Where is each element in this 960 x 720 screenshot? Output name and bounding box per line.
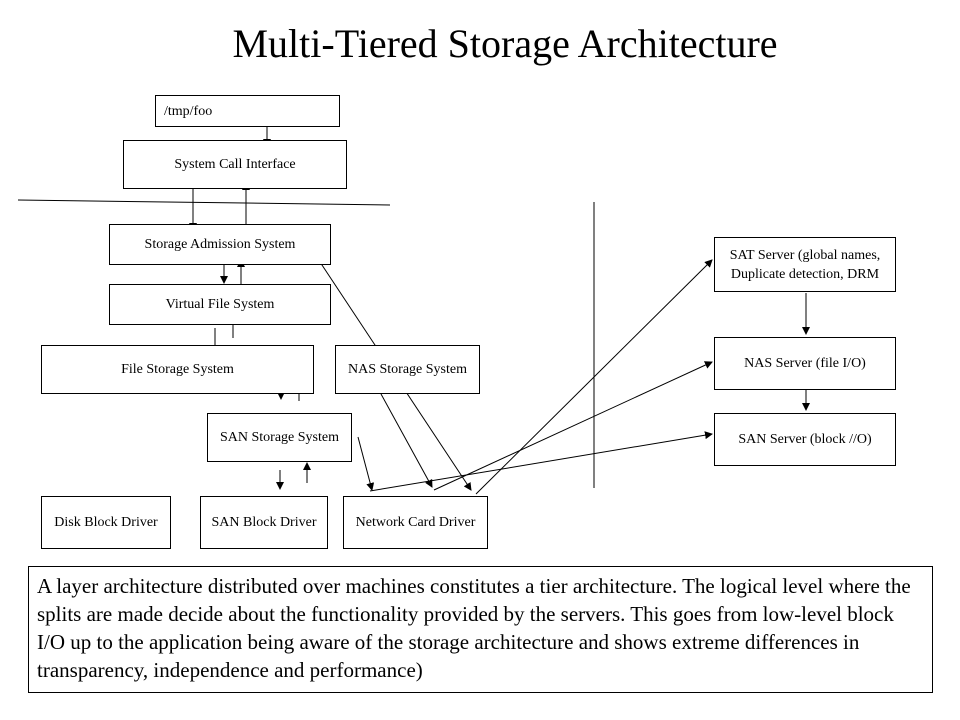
tmp-foo-box: /tmp/foo xyxy=(155,95,340,127)
nas-server-box: NAS Server (file I/O) xyxy=(714,337,896,390)
sat-server-label-line2: Duplicate detection, DRM xyxy=(730,266,880,282)
nas-storage-system-box: NAS Storage System xyxy=(335,345,480,394)
san-storage-system-box: SAN Storage System xyxy=(207,413,352,462)
virtual-file-system-box: Virtual File System xyxy=(109,284,331,325)
san-server-box: SAN Server (block //O) xyxy=(714,413,896,466)
system-call-interface-box: System Call Interface xyxy=(123,140,347,189)
sat-server-box: SAT Server (global names, Duplicate dete… xyxy=(714,237,896,292)
diagram-title: Multi-Tiered Storage Architecture xyxy=(232,21,778,66)
file-storage-system-box: File Storage System xyxy=(41,345,314,394)
san-block-driver-box: SAN Block Driver xyxy=(200,496,328,549)
network-card-driver-box: Network Card Driver xyxy=(343,496,488,549)
disk-block-driver-box: Disk Block Driver xyxy=(41,496,171,549)
horizontal-divider xyxy=(17,199,391,206)
caption-text: A layer architecture distributed over ma… xyxy=(28,566,933,693)
sat-server-label-line1: SAT Server (global names, xyxy=(729,247,881,263)
storage-admission-system-box: Storage Admission System xyxy=(109,224,331,265)
